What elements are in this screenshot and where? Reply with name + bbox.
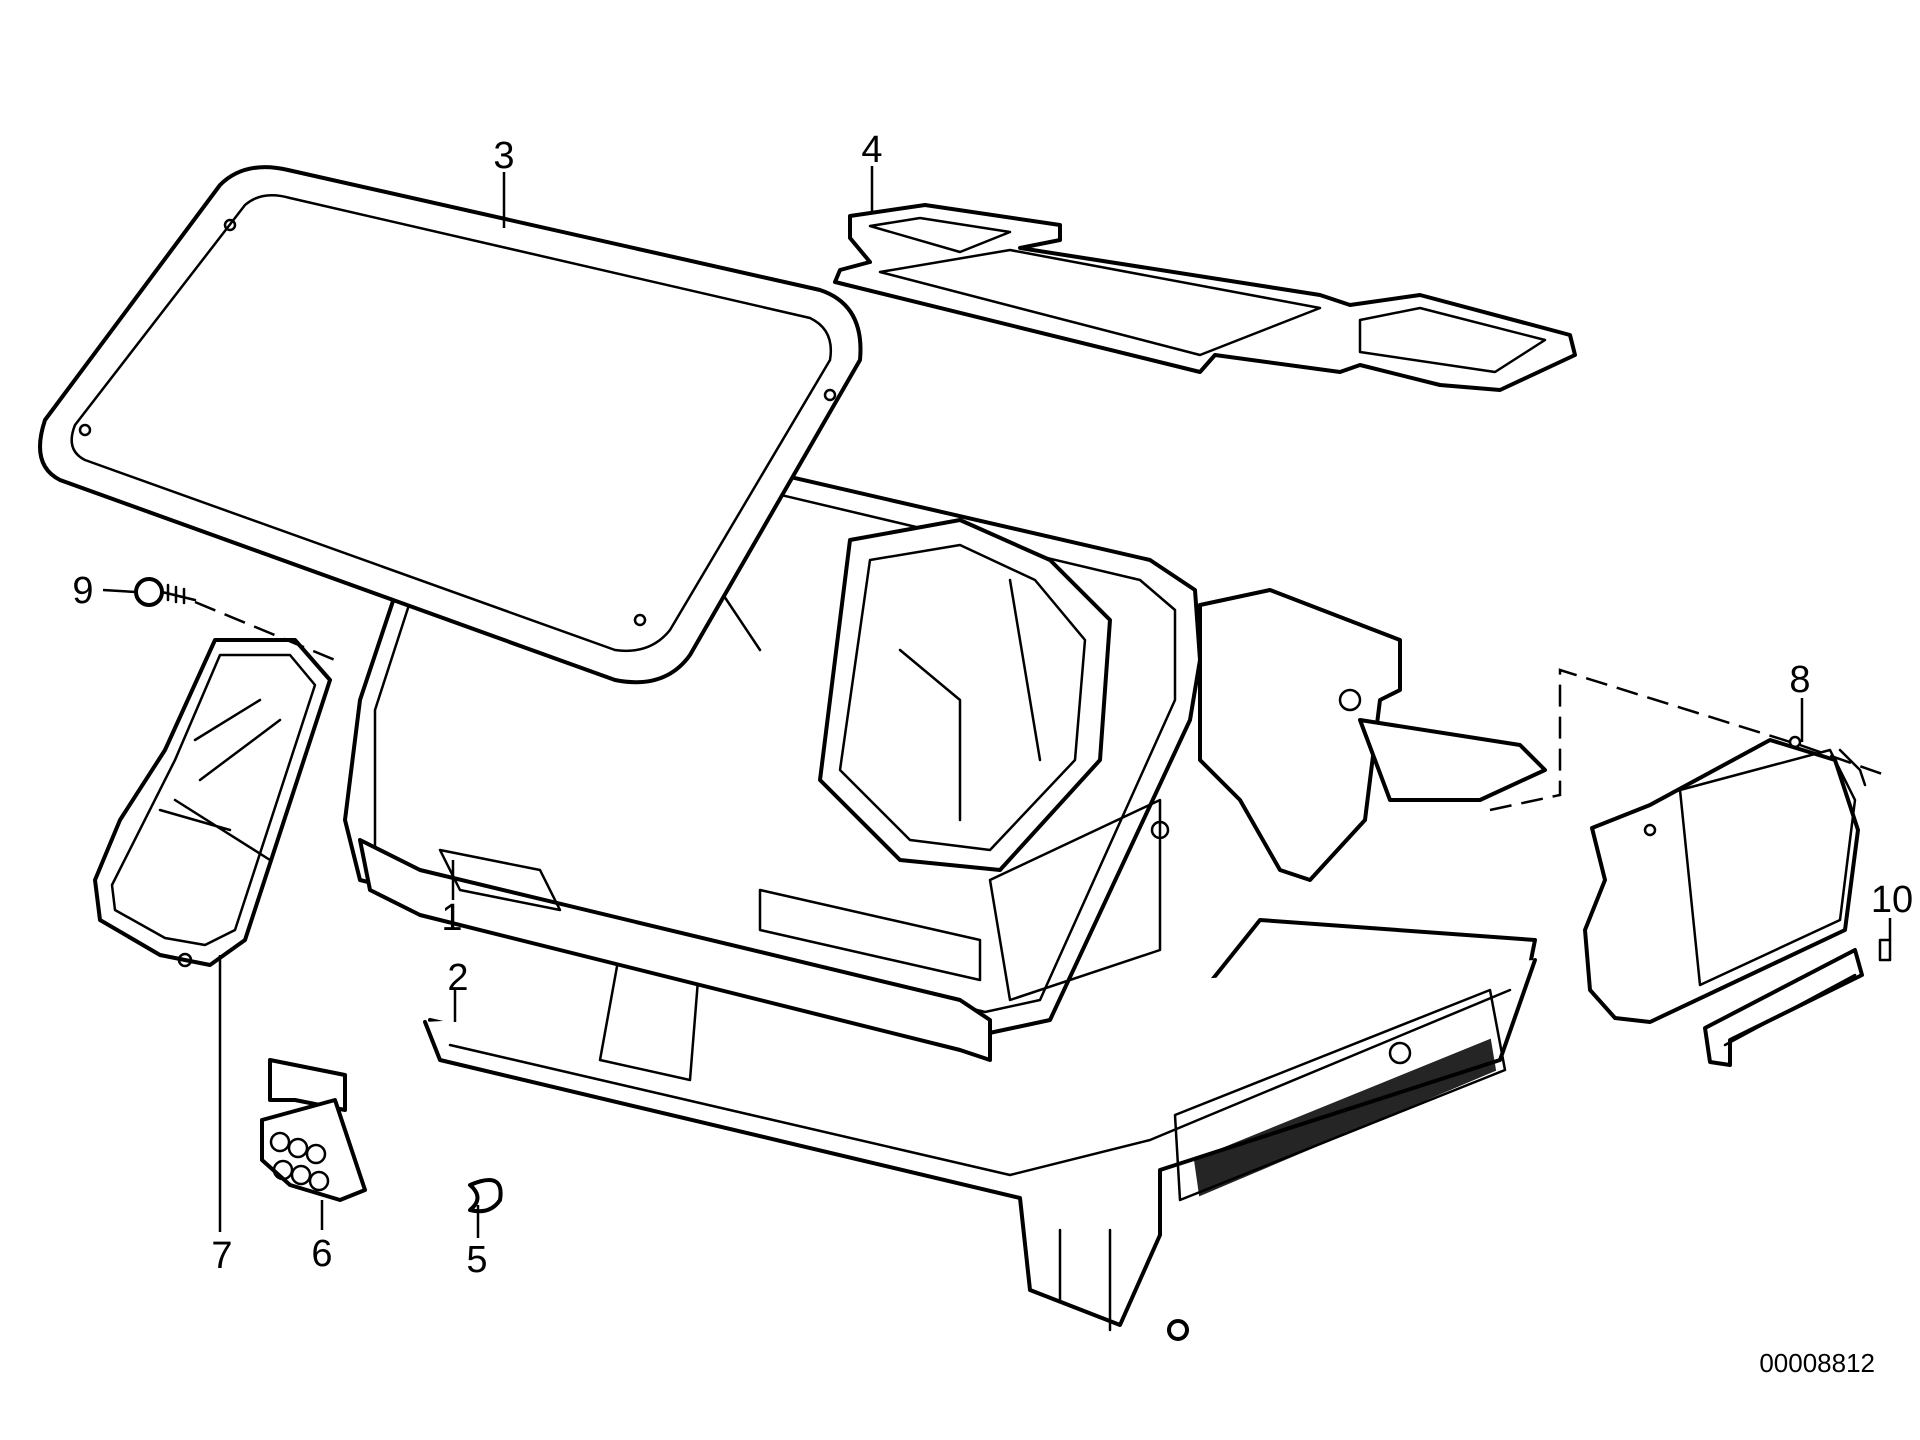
part-6-resistor-block: [260, 1058, 367, 1202]
callout-labels: 1 2 3 4 5 6 7 8 9 10: [72, 129, 1913, 1281]
leader-lines: [102, 166, 1892, 1238]
callout-4: 4: [861, 129, 882, 171]
callout-1: 1: [441, 897, 462, 939]
callout-7: 7: [211, 1235, 232, 1277]
callout-3: 3: [493, 135, 514, 177]
part-8-air-duct: [1583, 735, 1867, 1024]
part-4-flat-gasket: [833, 203, 1577, 392]
part-10-seal-strip: [1703, 938, 1892, 1067]
callout-10: 10: [1871, 879, 1913, 921]
part-7-side-cover: [93, 638, 332, 968]
callout-6: 6: [311, 1233, 332, 1275]
part-1-heater-housing: [343, 418, 1547, 1062]
leader-8-dashed: [1489, 668, 1886, 812]
leader-9: [102, 588, 137, 594]
part-3-gasket-frame: [38, 165, 863, 685]
leader-9-dashed: [194, 600, 336, 662]
callout-5: 5: [466, 1239, 487, 1281]
document-id: 00008812: [1759, 1348, 1875, 1378]
part-9-screw: [134, 577, 197, 607]
part-2-lower-housing: [423, 918, 1537, 1341]
callout-8: 8: [1789, 659, 1810, 701]
callout-9: 9: [72, 570, 93, 612]
callout-2: 2: [447, 957, 468, 999]
part-5-clip: [468, 1178, 503, 1214]
